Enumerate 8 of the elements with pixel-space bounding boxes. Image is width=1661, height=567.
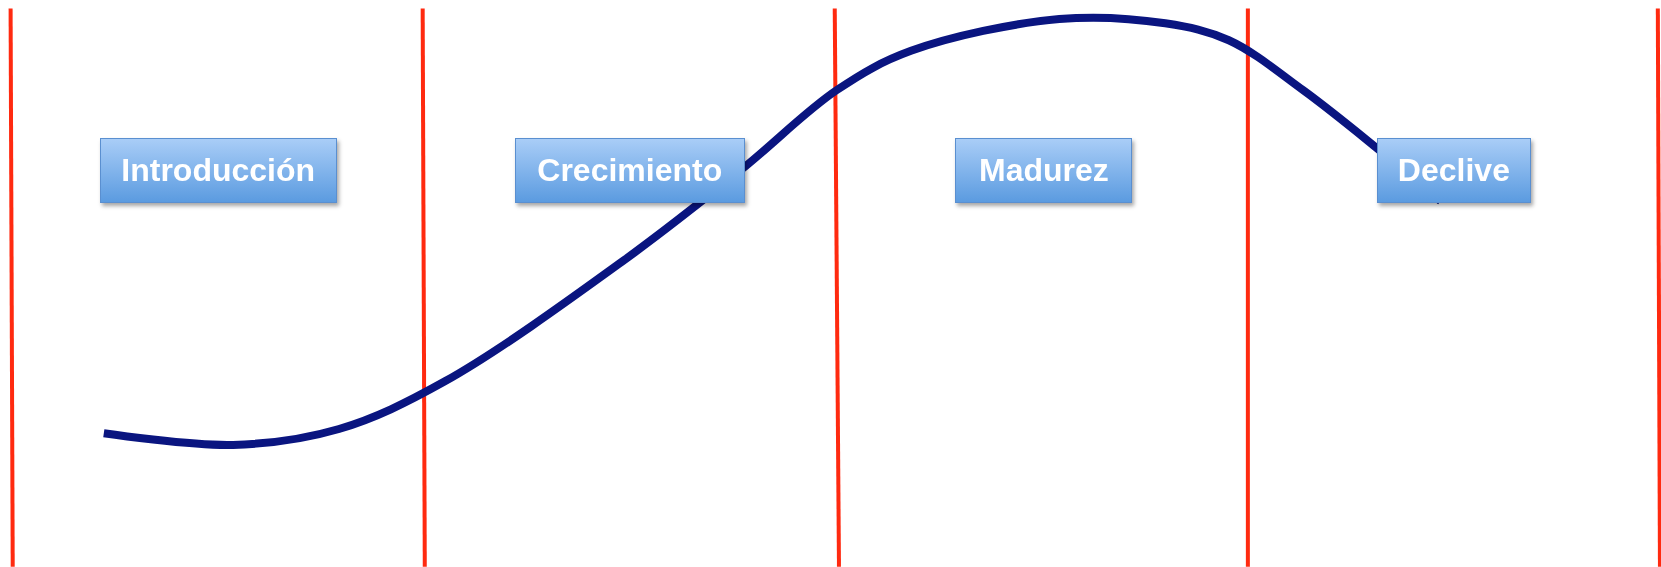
stage-label: Declive <box>1397 152 1510 190</box>
stage-box <box>955 137 1133 204</box>
stage-box <box>99 137 337 204</box>
stage-label: Madurez <box>979 152 1109 190</box>
stage-box <box>1377 137 1531 204</box>
stage-box <box>514 137 745 204</box>
stage-label: Introducción <box>121 152 316 190</box>
stage-label: Crecimiento <box>537 152 723 190</box>
